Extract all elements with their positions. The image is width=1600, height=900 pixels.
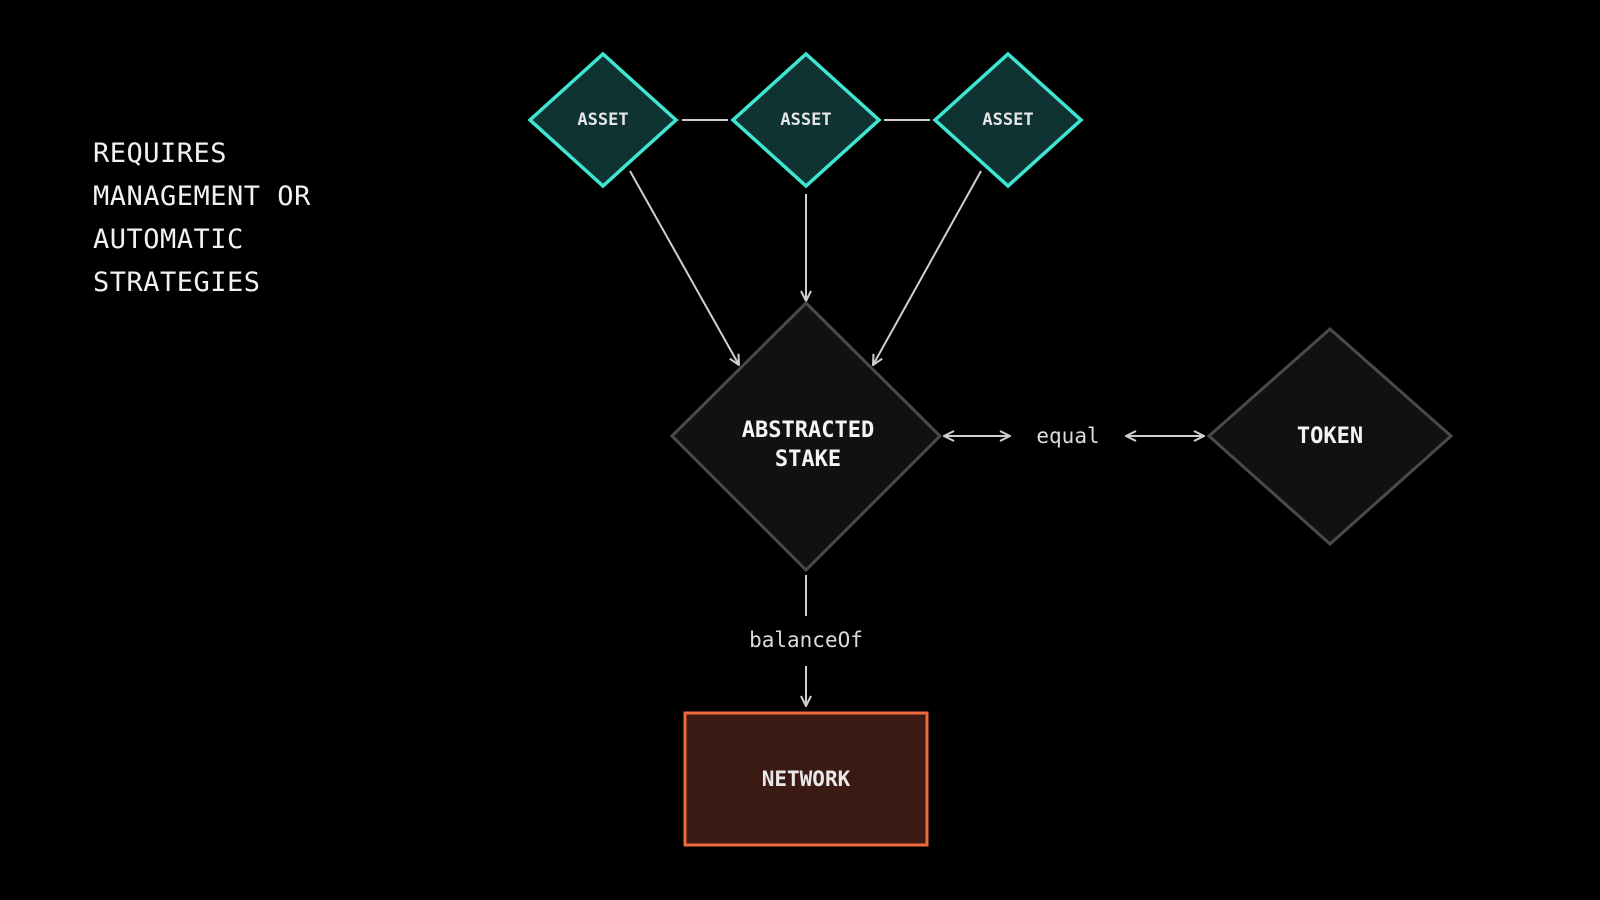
token-label: TOKEN [1297, 424, 1363, 449]
asset-node: ASSET [527, 51, 679, 189]
asset-label: ASSET [982, 110, 1033, 130]
caption-line: REQUIRES [93, 138, 228, 169]
caption-line: STRATEGIES [93, 267, 261, 298]
stake-label-line1: ABSTRACTED [742, 418, 874, 443]
caption-text: REQUIRES MANAGEMENT OR AUTOMATIC STRATEG… [93, 132, 311, 304]
asset-to-stake-arrow [873, 170, 982, 365]
asset-label: ASSET [577, 110, 628, 130]
asset-to-stake-arrow [629, 170, 739, 365]
asset-node: ASSET [932, 51, 1084, 189]
network-label: NETWORK [762, 767, 851, 791]
equal-label: equal [1036, 424, 1099, 448]
token-node: TOKEN [1206, 326, 1454, 547]
stake-label-line2: STAKE [775, 447, 841, 472]
caption-line: AUTOMATIC [93, 224, 244, 255]
network-node: NETWORK [683, 711, 929, 847]
caption-line: MANAGEMENT OR [93, 181, 311, 212]
asset-node: ASSET [730, 51, 882, 189]
asset-label: ASSET [780, 110, 831, 130]
balanceof-label: balanceOf [749, 628, 863, 652]
abstracted-stake-node: ABSTRACTED STAKE [669, 300, 943, 573]
